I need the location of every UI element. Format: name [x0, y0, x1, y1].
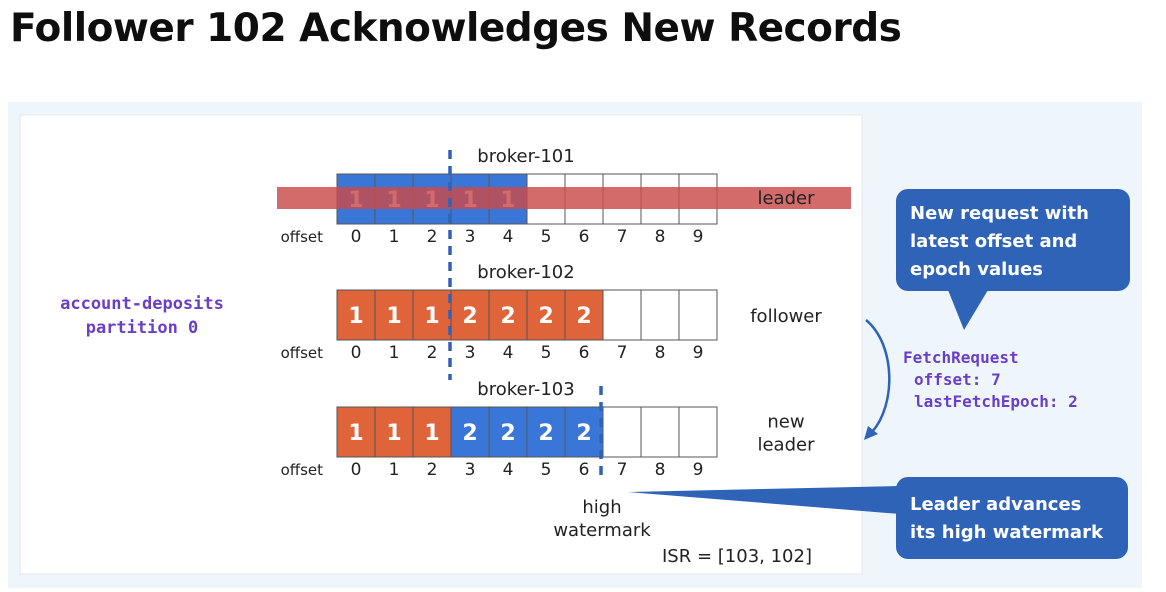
log-cell-epoch: 2 [538, 304, 553, 329]
broker-name: broker-101 [477, 146, 574, 167]
offset-label: offset [281, 344, 324, 362]
fetch-request-offset: offset: 7 [914, 370, 1001, 389]
offset-number: 9 [693, 343, 704, 363]
callout-new-request-line-1: New request with [910, 203, 1089, 224]
offset-number: 2 [427, 460, 438, 480]
offset-number: 5 [541, 227, 552, 247]
partition-number: partition 0 [86, 318, 199, 338]
log-cell-epoch: 2 [538, 421, 553, 446]
log-cell-9 [678, 289, 718, 341]
offset-number: 3 [465, 227, 476, 247]
log-cell-3 [450, 406, 490, 458]
broker-role: new [767, 412, 804, 433]
offset-number: 9 [693, 227, 704, 247]
offset-number: 2 [427, 343, 438, 363]
offset-number: 6 [579, 227, 590, 247]
log-cell-epoch: 1 [386, 421, 401, 446]
offset-number: 4 [503, 460, 514, 480]
offset-number: 2 [427, 227, 438, 247]
log-cell-6 [564, 289, 604, 341]
offset-number: 6 [579, 460, 590, 480]
callout-high-watermark-line-2: its high watermark [910, 522, 1104, 543]
broker-role: leader [757, 435, 815, 456]
offset-number: 0 [351, 227, 362, 247]
offset-number: 0 [351, 460, 362, 480]
log-cell-epoch: 1 [424, 421, 439, 446]
offset-number: 9 [693, 460, 704, 480]
offset-number: 7 [617, 343, 628, 363]
callout-new-request: New request with latest offset and epoch… [896, 189, 1130, 330]
broker-role: follower [750, 306, 822, 327]
offset-number: 7 [617, 460, 628, 480]
log-cell-5 [526, 406, 566, 458]
log-cell-1 [374, 289, 414, 341]
log-cell-epoch: 2 [462, 421, 477, 446]
offset-number: 1 [389, 227, 400, 247]
offset-number: 7 [617, 227, 628, 247]
log-cell-8 [640, 406, 680, 458]
high-watermark-label-1: high [582, 497, 621, 518]
log-cell-epoch: 2 [576, 421, 591, 446]
log-cell-8 [640, 289, 680, 341]
log-cell-4 [488, 406, 528, 458]
offset-number: 3 [465, 343, 476, 363]
offset-number: 6 [579, 343, 590, 363]
broker-101-role: leader [757, 188, 815, 209]
partition-name: account-deposits [60, 294, 224, 314]
offset-number: 4 [503, 343, 514, 363]
log-cell-2 [412, 406, 452, 458]
page-title: Follower 102 Acknowledges New Records [10, 6, 902, 51]
log-cell-epoch: 2 [576, 304, 591, 329]
offset-number: 5 [541, 460, 552, 480]
offset-number: 3 [465, 460, 476, 480]
fetch-arrow-head [864, 426, 878, 440]
log-cell-0 [336, 289, 376, 341]
log-cell-1 [374, 406, 414, 458]
fetch-request-epoch: lastFetchEpoch: 2 [914, 392, 1078, 411]
log-cell-epoch: 2 [462, 304, 477, 329]
offset-label: offset [281, 228, 324, 246]
log-cell-epoch: 1 [386, 304, 401, 329]
fetch-request-title: FetchRequest [903, 348, 1019, 367]
offset-number: 5 [541, 343, 552, 363]
log-cell-epoch: 1 [424, 304, 439, 329]
log-cell-9 [678, 406, 718, 458]
callout-new-request-line-3: epoch values [910, 259, 1043, 280]
offset-number: 1 [389, 343, 400, 363]
log-cell-7 [602, 289, 642, 341]
high-watermark-label-2: watermark [553, 520, 651, 541]
callout-high-watermark: Leader advances its high watermark [628, 477, 1128, 559]
leader-bar [277, 187, 851, 209]
log-cell-4 [488, 289, 528, 341]
offset-number: 4 [503, 227, 514, 247]
isr-list: ISR = [103, 102] [662, 546, 812, 567]
callout-new-request-line-2: latest offset and [910, 231, 1077, 252]
fetch-arrow [865, 319, 891, 433]
log-cell-epoch: 2 [500, 421, 515, 446]
log-cell-epoch: 1 [348, 304, 363, 329]
log-cell-5 [526, 289, 566, 341]
broker-name: broker-102 [477, 262, 574, 283]
log-cell-epoch: 2 [500, 304, 515, 329]
offset-number: 0 [351, 343, 362, 363]
log-cell-2 [412, 289, 452, 341]
offset-number: 8 [655, 460, 666, 480]
broker-name: broker-103 [477, 379, 574, 400]
offset-number: 1 [389, 460, 400, 480]
callout-high-watermark-line-1: Leader advances [910, 494, 1081, 515]
offset-number: 8 [655, 343, 666, 363]
offset-label: offset [281, 461, 324, 479]
log-cell-0 [336, 406, 376, 458]
log-cell-6 [564, 406, 604, 458]
log-cell-epoch: 1 [348, 421, 363, 446]
offset-number: 8 [655, 227, 666, 247]
log-cell-7 [602, 406, 642, 458]
